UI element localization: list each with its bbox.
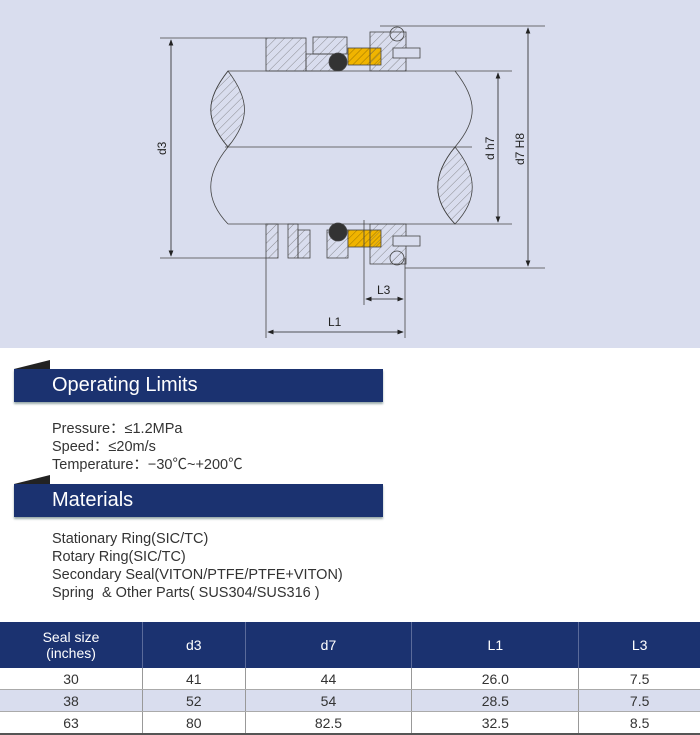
operating-limits-header: Operating Limits (14, 369, 383, 402)
cell-l3: 8.5 (578, 711, 700, 735)
section-tab-decoration (14, 475, 50, 484)
cell-seal-size: 63 (0, 711, 143, 735)
header-d3: d3 (142, 622, 245, 668)
cell-d7: 82.5 (244, 711, 412, 735)
label-l1: L1 (328, 315, 342, 329)
technical-drawing: d3 d h7 d7 H8 L3 L1 (155, 25, 545, 338)
speed-limit: Speed：≤20m/s (52, 439, 156, 455)
materials-header: Materials (14, 484, 383, 517)
label-d7h8: d7 H8 (513, 133, 527, 165)
label-dh7: d h7 (483, 136, 497, 160)
material-item: Spring & Other Parts( SUS304/SUS316 ) (52, 585, 320, 601)
material-item: Rotary Ring(SIC/TC) (52, 549, 186, 565)
header-d7: d7 (244, 622, 412, 668)
section-tab-decoration (14, 360, 50, 369)
cell-seal-size: 38 (0, 689, 143, 712)
cell-l1: 32.5 (411, 711, 579, 735)
cell-l1: 26.0 (411, 668, 579, 690)
cell-d3: 80 (142, 711, 245, 735)
temperature-limit: Temperature：−30℃~+200℃ (52, 457, 243, 473)
material-item: Secondary Seal(VITON/PTFE/PTFE+VITON) (52, 567, 343, 583)
header-seal-size: Seal size (inches) (0, 622, 143, 668)
operating-limits-title: Operating Limits (52, 374, 198, 396)
materials-list: Stationary Ring(SIC/TC) Rotary Ring(SIC/… (52, 530, 343, 602)
table-header-row: Seal size (inches) d3 d7 L1 L3 (0, 622, 700, 668)
header-l3: L3 (578, 622, 700, 668)
cell-d3: 52 (142, 689, 245, 712)
header-l1: L1 (411, 622, 579, 668)
cell-d3: 41 (142, 668, 245, 690)
cell-seal-size: 30 (0, 668, 143, 690)
table-row: 30 41 44 26.0 7.5 (0, 668, 700, 690)
table-row: 63 80 82.5 32.5 8.5 (0, 711, 700, 735)
label-l3: L3 (377, 283, 391, 297)
material-item: Stationary Ring(SIC/TC) (52, 531, 209, 547)
pressure-limit: Pressure：≤1.2MPa (52, 421, 183, 437)
materials-title: Materials (52, 489, 134, 511)
seal-size-table: Seal size (inches) d3 d7 L1 L3 30 41 44 … (0, 622, 700, 735)
cell-l1: 28.5 (411, 689, 579, 712)
label-d3: d3 (155, 141, 169, 155)
seal-cross-section-drawing: d3 d h7 d7 H8 L3 L1 (0, 0, 700, 348)
cell-d7: 44 (244, 668, 412, 690)
cell-l3: 7.5 (578, 668, 700, 690)
operating-limits-list: Pressure：≤1.2MPa Speed：≤20m/s Temperatur… (52, 420, 243, 474)
cell-l3: 7.5 (578, 689, 700, 712)
cell-d7: 54 (244, 689, 412, 712)
table-row: 38 52 54 28.5 7.5 (0, 689, 700, 712)
